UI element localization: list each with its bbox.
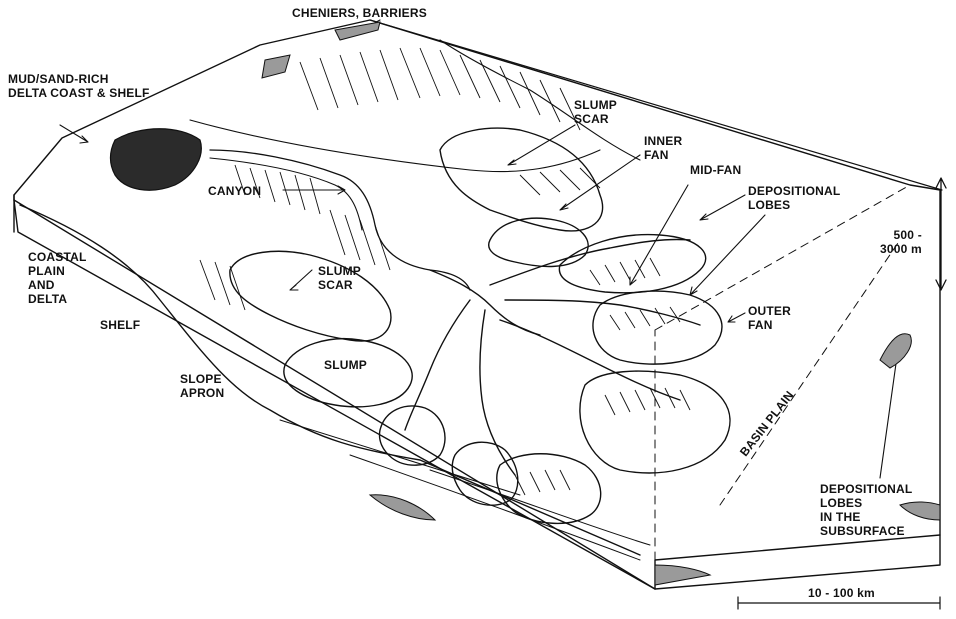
hidden-edge-2: [720, 240, 900, 505]
upper-slump-scar: [440, 128, 603, 231]
label-mid-fan: MID-FAN: [690, 163, 741, 177]
label-shelf: SHELF: [100, 318, 140, 332]
leader-lower-slump-scar: [290, 270, 312, 290]
label-slump: SLUMP: [324, 358, 367, 372]
depth-arrow: [936, 178, 946, 290]
leader-upper-slump-scar: [508, 125, 575, 165]
channel-branch-2: [480, 310, 515, 475]
label-subsurface-lobes: DEPOSITIONAL LOBES IN THE SUBSURFACE: [820, 482, 912, 538]
lobe-mid: [593, 291, 722, 364]
leader-depositional-lobes: [700, 195, 745, 220]
label-canyon: CANYON: [208, 184, 261, 198]
label-depth-range: 500 - 3000 m: [880, 228, 922, 256]
lobe-central: [452, 442, 518, 505]
channel-branch-1: [405, 300, 470, 430]
leader-depositional-lobes-2: [690, 215, 765, 295]
channel-branch-3: [500, 320, 680, 400]
label-slope-apron: SLOPE APRON: [180, 372, 224, 400]
label-inner-fan: INNER FAN: [644, 134, 682, 162]
basin-layer-3: [280, 420, 520, 495]
shelf-edge-upper: [190, 120, 600, 172]
label-mud-sand-delta: MUD/SAND-RICH DELTA COAST & SHELF: [8, 72, 150, 100]
subsurface-lobe-shade-2: [655, 565, 710, 585]
subsurface-lobe-shade-1: [880, 334, 911, 368]
label-depositional-lobes: DEPOSITIONAL LOBES: [748, 184, 840, 212]
subsurface-lobe-shade-4: [370, 495, 435, 520]
label-slump-scar-lower: SLUMP SCAR: [318, 264, 361, 292]
delta-deposit-dark: [110, 129, 201, 190]
label-coastal-plain: COASTAL PLAIN AND DELTA: [28, 250, 87, 306]
label-scale: 10 - 100 km: [808, 586, 875, 600]
block-back-edge: [370, 20, 942, 190]
chenier-deposit: [335, 22, 380, 40]
basin-layer-1: [430, 470, 650, 545]
block-top-outline: [14, 20, 940, 589]
leader-outer-fan: [728, 313, 745, 322]
main-feeder-channel: [430, 270, 540, 335]
label-cheniers: CHENIERS, BARRIERS: [292, 6, 427, 20]
label-outer-fan: OUTER FAN: [748, 304, 791, 332]
block-right-face: [655, 535, 940, 589]
chenier-deposit-2: [262, 55, 290, 78]
lower-slump-scar: [230, 251, 391, 341]
lower-slump-deposit: [284, 339, 412, 407]
label-slump-scar-upper: SLUMP SCAR: [574, 98, 617, 126]
shelf-break: [20, 205, 640, 555]
